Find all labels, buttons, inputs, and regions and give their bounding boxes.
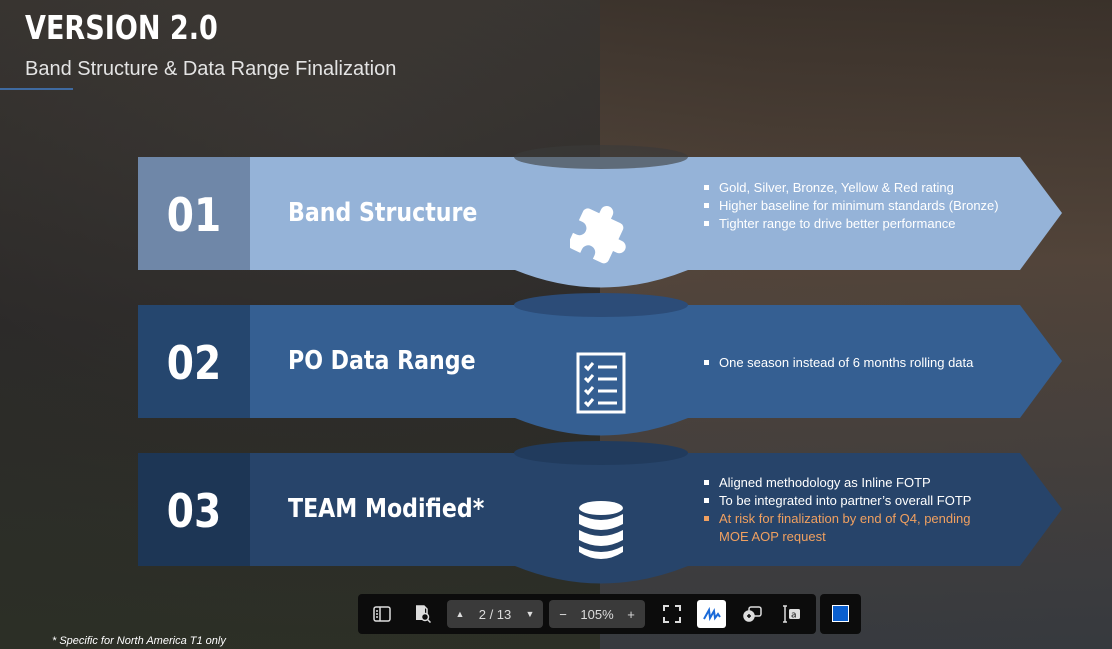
bullet: Tighter range to drive better performanc… bbox=[703, 215, 1003, 233]
pdf-toolbar: ▲ 2 / 13 ▼ − 105% + a bbox=[358, 594, 816, 634]
color-toolbar bbox=[820, 594, 861, 634]
row-2-shape bbox=[138, 293, 1062, 436]
search-document-icon[interactable] bbox=[408, 600, 436, 628]
row-1-bullets: Gold, Silver, Bronze, Yellow & Red ratin… bbox=[703, 179, 1003, 233]
slide-title: VERSION 2.0 bbox=[25, 8, 218, 47]
svg-text:a: a bbox=[791, 611, 797, 621]
comment-add-icon[interactable] bbox=[738, 600, 766, 628]
next-page-button[interactable]: ▼ bbox=[525, 609, 535, 619]
zoom-in-button[interactable]: + bbox=[627, 606, 635, 622]
footnote: * Specific for North America T1 only bbox=[52, 635, 226, 647]
row-1-shape bbox=[138, 145, 1062, 288]
sidebar-toggle-icon[interactable] bbox=[368, 600, 396, 628]
title-underline bbox=[0, 88, 73, 90]
color-swatch-button[interactable] bbox=[832, 605, 849, 622]
row-1-number: 01 bbox=[166, 188, 222, 242]
page-navigator: ▲ 2 / 13 ▼ bbox=[447, 600, 543, 628]
puzzle-icon bbox=[568, 203, 632, 270]
row-3-bullets: Aligned methodology as Inline FOTP To be… bbox=[703, 474, 1003, 546]
checklist-icon bbox=[576, 352, 626, 419]
zoom-control: − 105% + bbox=[549, 600, 645, 628]
row-2-heading: PO Data Range bbox=[288, 346, 476, 376]
row-3-shape bbox=[138, 441, 1062, 584]
bullet: Higher baseline for minimum standards (B… bbox=[703, 197, 1003, 215]
row-1-heading: Band Structure bbox=[288, 198, 478, 228]
bullet: One season instead of 6 months rolling d… bbox=[703, 354, 1003, 372]
text-select-icon[interactable]: a bbox=[778, 600, 806, 628]
zoom-out-button[interactable]: − bbox=[559, 606, 567, 622]
database-icon bbox=[578, 500, 624, 565]
bullet: To be integrated into partner’s overall … bbox=[703, 492, 1003, 510]
risk-bullet: At risk for finalization by end of Q4, p… bbox=[703, 510, 1003, 546]
draw-annotation-icon[interactable] bbox=[697, 600, 726, 628]
row-2-bullets: One season instead of 6 months rolling d… bbox=[703, 354, 1003, 372]
row-3-heading: TEAM Modified* bbox=[288, 494, 485, 524]
bullet: Aligned methodology as Inline FOTP bbox=[703, 474, 1003, 492]
fullscreen-icon[interactable] bbox=[658, 600, 686, 628]
row-3-number: 03 bbox=[166, 484, 222, 538]
prev-page-button[interactable]: ▲ bbox=[455, 609, 465, 619]
row-2-number: 02 bbox=[166, 336, 222, 390]
zoom-level[interactable]: 105% bbox=[580, 606, 614, 622]
slide-subtitle: Band Structure & Data Range Finalization bbox=[25, 58, 397, 80]
bullet: Gold, Silver, Bronze, Yellow & Red ratin… bbox=[703, 179, 1003, 197]
page-indicator[interactable]: 2 / 13 bbox=[478, 606, 512, 622]
